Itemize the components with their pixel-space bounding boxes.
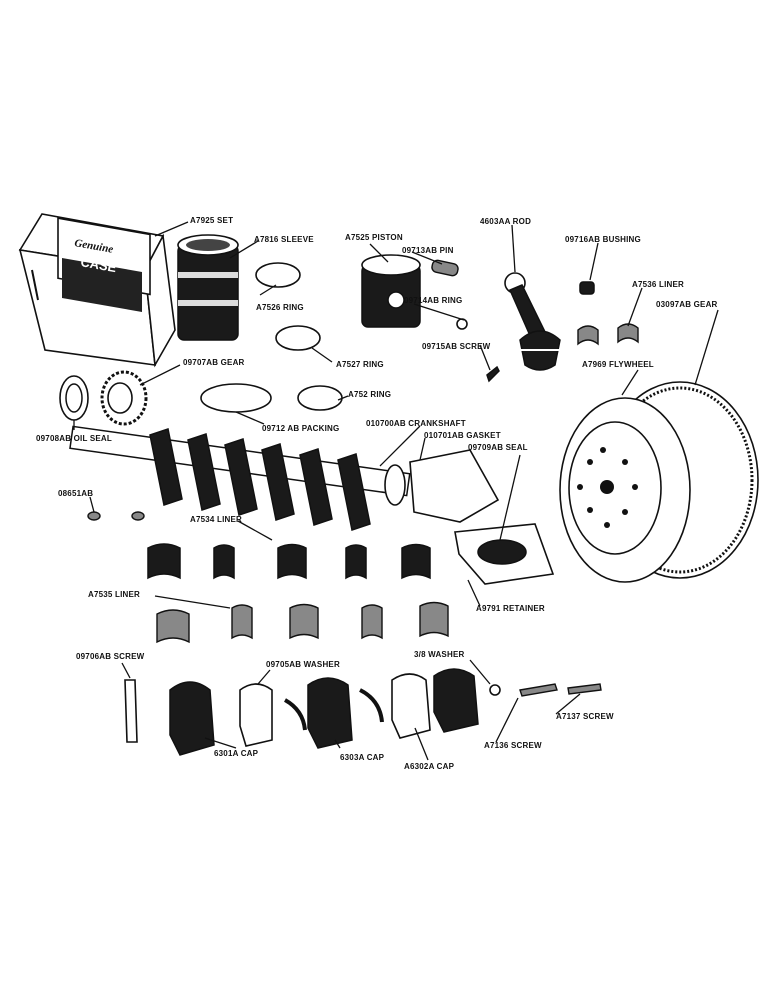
- label-a7969-flywheel: A7969 FLYWHEEL: [582, 360, 654, 369]
- label-a9791-retainer: A9791 RETAINER: [476, 604, 545, 613]
- screw-a7136: [519, 683, 558, 697]
- label-a7925-set: A7925 SET: [190, 216, 234, 225]
- thrust-washer-1: [283, 698, 307, 731]
- label-6303a-cap: 6303A CAP: [340, 753, 385, 762]
- label-3-8-washer: 3/8 WASHER: [414, 650, 465, 659]
- piston-screw: [486, 365, 500, 383]
- label-09705ab-washer: 09705AB WASHER: [266, 660, 340, 669]
- crank-gear: [100, 370, 148, 426]
- label-09713ab-pin: 09713AB PIN: [402, 246, 454, 255]
- main-liners-upper: [147, 543, 431, 580]
- woodruff-key-1: [87, 511, 101, 521]
- crankshaft: [69, 425, 411, 531]
- screw-09706ab: [124, 679, 138, 743]
- label-09707ab-gear: 09707AB GEAR: [183, 358, 245, 367]
- main-caps: [169, 668, 479, 756]
- label-a7525-piston: A7525 PISTON: [345, 233, 403, 242]
- piston-pin: [431, 259, 459, 277]
- label-a7136-screw: A7136 SCREW: [484, 741, 542, 750]
- flywheel: [559, 381, 759, 583]
- label-a7137-screw: A7137 SCREW: [556, 712, 614, 721]
- rear-seal: [477, 539, 527, 565]
- label-09706ab-screw: 09706AB SCREW: [76, 652, 145, 661]
- bushing: [579, 281, 595, 295]
- main-liners-lower: [156, 601, 449, 644]
- label-a7527-ring: A7527 RING: [336, 360, 384, 369]
- label-a752-ring: A752 RING: [348, 390, 392, 399]
- thrust-washer-2: [359, 688, 384, 723]
- cylinder-sleeve: [177, 234, 239, 341]
- ring-a7527: [275, 325, 321, 351]
- label-08651ab: 08651AB: [58, 489, 94, 498]
- crankshaft-gasket: [409, 449, 500, 523]
- connecting-rod: [504, 272, 561, 371]
- label-09708ab-oil-seal: 09708AB OIL SEAL: [36, 434, 112, 443]
- rod-liner-lower: [617, 323, 639, 344]
- label-09709ab-seal: 09709AB SEAL: [468, 443, 528, 452]
- label-a6302a-cap: A6302A CAP: [404, 762, 455, 771]
- packing-09712ab: [200, 383, 272, 413]
- label-09716ab-bushing: 09716AB BUSHING: [565, 235, 641, 244]
- piston-pin-ring: [456, 318, 468, 330]
- rod-liner-upper: [577, 325, 599, 346]
- label-09715ab-screw: 09715AB SCREW: [422, 342, 491, 351]
- label-a7536-liner: A7536 LINER: [632, 280, 684, 289]
- oil-seal: [59, 375, 89, 421]
- piston: [361, 254, 421, 328]
- label-a7534-liner: A7534 LINER: [190, 515, 242, 524]
- label-6301a-cap: 6301A CAP: [214, 749, 259, 758]
- label-010700ab-crankshaft: 010700AB CRANKSHAFT: [366, 419, 466, 428]
- label-09712ab-packing: 09712 AB PACKING: [262, 424, 340, 433]
- label-a7526-ring: A7526 RING: [256, 303, 304, 312]
- label-a7535-liner: A7535 LINER: [88, 590, 140, 599]
- label-4603aa-rod: 4603AA ROD: [480, 217, 532, 226]
- label-09714ab-ring: 09714AB RING: [404, 296, 463, 305]
- woodruff-key-2: [131, 511, 145, 521]
- screw-a7137: [567, 683, 602, 695]
- box-brand-line2: CASE: [79, 254, 117, 275]
- ring-a752x: [297, 385, 343, 411]
- gasket-set-box: Genuine CASE: [18, 213, 176, 368]
- washer-3-8: [489, 684, 501, 696]
- leader-lines: [73, 221, 719, 761]
- label-03097ab-gear: 03097AB GEAR: [656, 300, 718, 309]
- label-a7816-sleeve: A7816 SLEEVE: [254, 235, 314, 244]
- ring-a7526: [255, 262, 301, 288]
- label-010701ab-gasket: 010701AB GASKET: [424, 431, 501, 440]
